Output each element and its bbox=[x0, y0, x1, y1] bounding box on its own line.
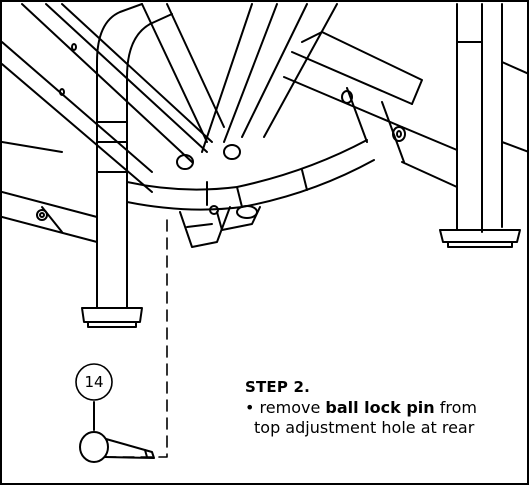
curved-crossbar bbox=[126, 139, 375, 211]
left-foot-pad bbox=[81, 307, 143, 328]
center-diagonal-tubes bbox=[141, 3, 338, 153]
line1-suffix: from bbox=[434, 398, 477, 417]
right-rails bbox=[401, 61, 527, 188]
part-number-callout: 14 bbox=[74, 362, 114, 402]
adjustment-bracket bbox=[176, 144, 261, 248]
left-upright-tube bbox=[96, 3, 173, 308]
left-side-rail bbox=[2, 43, 98, 243]
ball-lock-pin bbox=[79, 431, 155, 463]
line1-prefix: remove bbox=[259, 398, 326, 417]
right-upright-post bbox=[456, 3, 503, 233]
pin-leader-line bbox=[109, 219, 168, 458]
bullet: • bbox=[245, 398, 255, 417]
step-line-1: • remove ball lock pin from bbox=[245, 398, 525, 418]
callout-circle-icon bbox=[75, 363, 113, 401]
step-line-2: top adjustment hole at rear bbox=[254, 418, 475, 437]
right-horizontal-tube bbox=[283, 31, 423, 163]
part-name-bold: ball lock pin bbox=[325, 398, 435, 417]
step-instructions: STEP 2. • remove ball lock pin from top … bbox=[245, 378, 525, 438]
step-title: STEP 2. bbox=[245, 378, 311, 396]
right-foot-pad bbox=[439, 229, 521, 248]
part-number: 14 bbox=[84, 373, 104, 391]
